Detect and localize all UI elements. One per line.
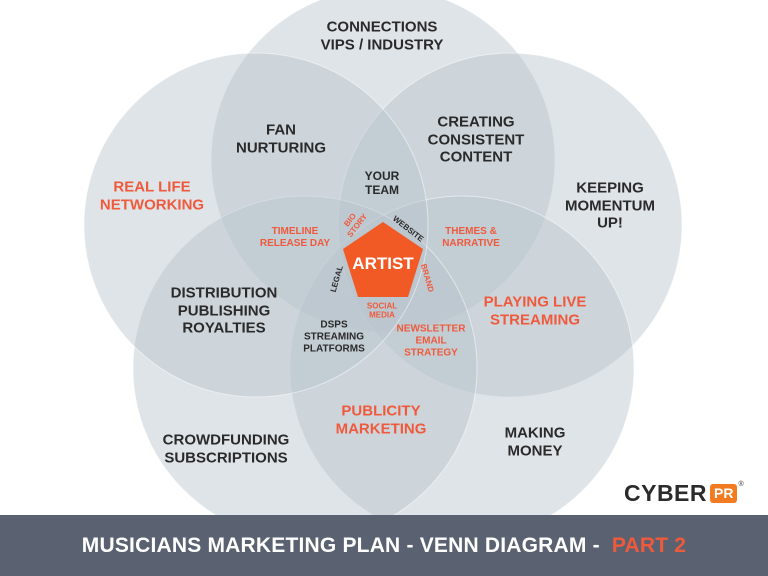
label-fan-nurturing: FAN NURTURING	[236, 121, 326, 156]
circle-keeping-momentum	[337, 52, 683, 398]
label-keeping-momentum: KEEPING MOMENTUM UP!	[565, 179, 655, 232]
label-dsps: DSPS STREAMING PLATFORMS	[303, 319, 365, 354]
banner-accent: PART 2	[611, 533, 687, 557]
logo-badge: PR	[710, 483, 738, 503]
circle-connections	[210, 0, 556, 333]
banner-title: MUSICIANS MARKETING PLAN - VENN DIAGRAM …	[81, 533, 606, 557]
venn-diagram	[83, 0, 683, 515]
label-distribution: DISTRIBUTION PUBLISHING ROYALTIES	[170, 284, 278, 337]
circle-real-life	[83, 52, 429, 398]
label-timeline: TIMELINE RELEASE DAY	[259, 226, 331, 249]
label-creating-content: CREATING CONSISTENT CONTENT	[427, 113, 525, 166]
artist-pentagon	[343, 222, 423, 297]
label-publicity: PUBLICITY MARKETING	[335, 402, 427, 437]
label-social-media: SOCIAL MEDIA	[366, 301, 398, 320]
label-real-life-networking: REAL LIFE NETWORKING	[99, 178, 205, 213]
logo-word: CYBER	[624, 479, 708, 506]
label-your-team: YOUR TEAM	[364, 168, 400, 197]
label-themes: THEMES & NARRATIVE	[442, 226, 500, 249]
label-connections: CONNECTIONS VIPS / INDUSTRY	[320, 18, 444, 53]
logo-registered: ®	[738, 480, 744, 488]
label-newsletter: NEWSLETTER EMAIL STRATEGY	[396, 323, 466, 358]
label-playing-live: PLAYING LIVE STREAMING	[483, 293, 587, 328]
label-artist: ARTIST	[352, 253, 414, 273]
label-crowdfunding: CROWDFUNDING SUBSCRIPTIONS	[162, 431, 290, 466]
title-banner: MUSICIANS MARKETING PLAN - VENN DIAGRAM …	[0, 515, 768, 576]
cyberpr-logo: CYBER PR ®	[624, 478, 744, 508]
label-making-money: MAKING MONEY	[504, 424, 566, 459]
